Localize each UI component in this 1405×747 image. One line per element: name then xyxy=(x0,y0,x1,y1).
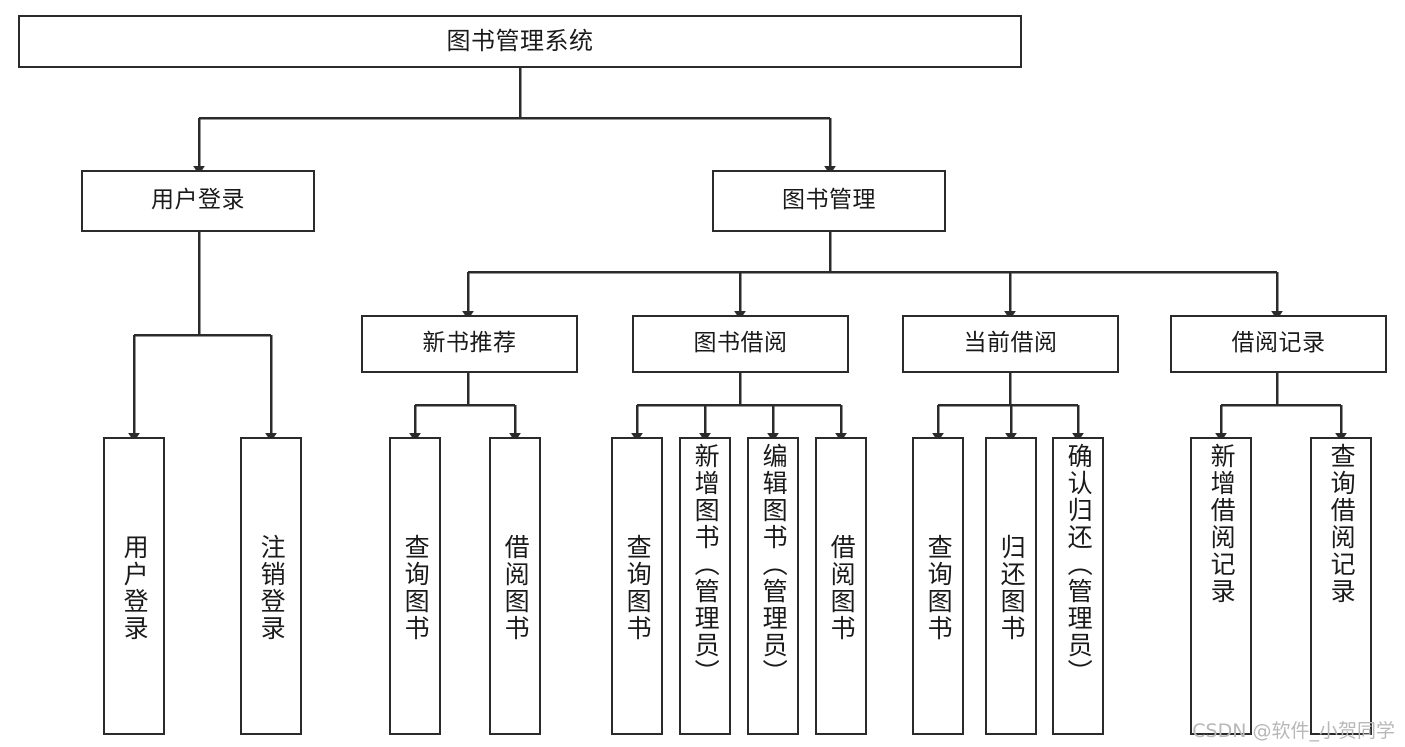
node-borrow-record-label: 借阅记录 xyxy=(1231,330,1326,357)
node-root-label: 图书管理系统 xyxy=(446,27,594,56)
node-user-login[interactable]: 用户登录 xyxy=(81,170,315,232)
node-leaf-borrow-lend-label: 借阅图书 xyxy=(827,534,857,642)
node-leaf-record-add-label: 新增借阅记录 xyxy=(1207,443,1237,605)
node-book-borrow-label: 图书借阅 xyxy=(693,330,788,357)
node-new-book-recommend-label: 新书推荐 xyxy=(422,330,517,357)
node-current-borrow[interactable]: 当前借阅 xyxy=(902,315,1119,373)
node-leaf-current-return[interactable]: 归还图书 xyxy=(985,437,1037,735)
node-leaf-current-confirm[interactable]: 确认归还（管理员） xyxy=(1052,437,1104,735)
node-leaf-current-return-label: 归还图书 xyxy=(997,534,1027,642)
node-leaf-borrow-edit[interactable]: 编辑图书（管理员） xyxy=(747,437,799,735)
node-leaf-user-logout[interactable]: 注销登录 xyxy=(240,437,302,735)
node-user-login-label: 用户登录 xyxy=(151,187,245,214)
node-leaf-record-query[interactable]: 查询借阅记录 xyxy=(1310,437,1372,735)
node-leaf-borrow-lend[interactable]: 借阅图书 xyxy=(815,437,867,735)
node-book-borrow[interactable]: 图书借阅 xyxy=(632,315,849,373)
node-root[interactable]: 图书管理系统 xyxy=(18,15,1022,68)
node-leaf-borrow-query[interactable]: 查询图书 xyxy=(611,437,663,735)
node-leaf-current-query-label: 查询图书 xyxy=(924,534,954,642)
node-leaf-record-add[interactable]: 新增借阅记录 xyxy=(1190,437,1252,735)
node-leaf-user-login[interactable]: 用户登录 xyxy=(103,437,165,735)
node-leaf-recommend-query[interactable]: 查询图书 xyxy=(389,437,441,735)
node-new-book-recommend[interactable]: 新书推荐 xyxy=(361,315,578,373)
node-leaf-current-confirm-label: 确认归还（管理员） xyxy=(1064,443,1094,686)
node-leaf-borrow-edit-label: 编辑图书（管理员） xyxy=(759,443,789,686)
node-leaf-borrow-query-label: 查询图书 xyxy=(623,534,653,642)
node-leaf-borrow-add-label: 新增图书（管理员） xyxy=(691,443,721,686)
node-book-management-label: 图书管理 xyxy=(782,187,876,214)
tree-edges xyxy=(128,68,1347,442)
node-borrow-record[interactable]: 借阅记录 xyxy=(1170,315,1387,373)
node-book-management[interactable]: 图书管理 xyxy=(712,170,946,232)
node-leaf-recommend-query-label: 查询图书 xyxy=(401,534,431,642)
node-leaf-borrow-add[interactable]: 新增图书（管理员） xyxy=(679,437,731,735)
node-leaf-user-logout-label: 注销登录 xyxy=(257,534,287,642)
node-leaf-recommend-borrow[interactable]: 借阅图书 xyxy=(489,437,541,735)
node-leaf-record-query-label: 查询借阅记录 xyxy=(1327,443,1357,605)
watermark-text: CSDN @软件_小贺同学 xyxy=(1192,720,1395,742)
node-leaf-user-login-label: 用户登录 xyxy=(120,534,150,642)
node-current-borrow-label: 当前借阅 xyxy=(963,330,1058,357)
node-leaf-current-query[interactable]: 查询图书 xyxy=(912,437,964,735)
node-leaf-recommend-borrow-label: 借阅图书 xyxy=(501,534,531,642)
